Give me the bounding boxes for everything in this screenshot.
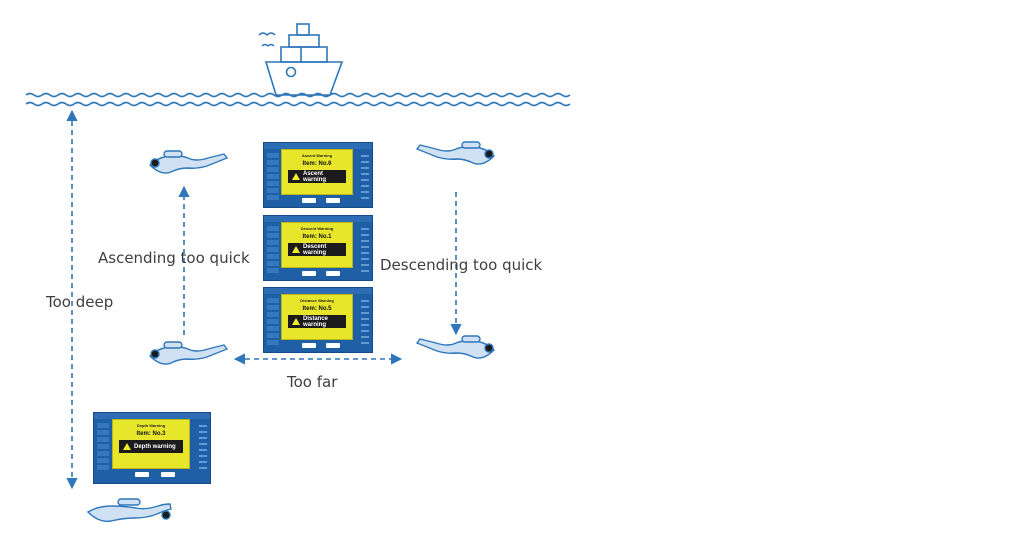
- depth-warning-screen: Depth Warning Item: No.3 Depth warning: [93, 412, 211, 484]
- popup-button[interactable]: [302, 343, 316, 348]
- screen-header: [264, 143, 372, 149]
- popup-button[interactable]: [326, 343, 340, 348]
- warning-icon: [123, 443, 131, 450]
- warning-bar: Ascent warning: [288, 170, 346, 183]
- warning-popup: Ascent Warning Item: No.6 Ascent warning: [281, 149, 353, 203]
- ship-icon: [264, 23, 344, 96]
- popup-title: Depth Warning: [136, 423, 166, 428]
- diver-icon: [149, 341, 229, 365]
- warning-popup: Descent Warning Item: No.1 Descent warni…: [281, 222, 353, 276]
- screen-header: [94, 413, 210, 419]
- screen-scale: [199, 425, 207, 469]
- popup-item: Item: No.5: [302, 306, 332, 312]
- warning-icon: [292, 246, 300, 253]
- popup-button[interactable]: [302, 271, 316, 276]
- warning-message: Descent warning: [303, 243, 327, 256]
- popup-item: Item: No.6: [302, 161, 332, 167]
- popup-button[interactable]: [161, 472, 175, 477]
- wave-icon: [25, 92, 571, 107]
- popup-button[interactable]: [326, 271, 340, 276]
- too-far-label: Too far: [287, 373, 338, 391]
- warning-bar: Depth warning: [119, 440, 183, 453]
- ascending-label: Ascending too quick: [98, 249, 250, 267]
- popup-button[interactable]: [135, 472, 149, 477]
- screen-sidebar: [267, 226, 279, 274]
- diver-icon: [149, 150, 229, 174]
- descending-label: Descending too quick: [380, 256, 543, 274]
- warning-icon: [292, 318, 300, 325]
- popup-button[interactable]: [302, 198, 316, 203]
- popup-item: Item: No.3: [136, 431, 166, 437]
- diver-icon: [86, 498, 172, 522]
- diver-icon: [415, 335, 495, 359]
- popup-title: Distance Warning: [300, 298, 334, 303]
- screen-scale: [361, 300, 369, 344]
- popup-title: Ascent Warning: [301, 153, 333, 158]
- diver-icon: [415, 141, 495, 165]
- warning-popup: Distance Warning Item: No.5 Distance war…: [281, 294, 353, 348]
- warning-message: Ascent warning: [303, 170, 327, 183]
- popup-title: Descent Warning: [300, 226, 334, 231]
- distance-warning-screen: Distance Warning Item: No.5 Distance war…: [263, 287, 373, 353]
- descent-warning-screen: Descent Warning Item: No.1 Descent warni…: [263, 215, 373, 281]
- warning-bar: Distance warning: [288, 315, 346, 328]
- screen-sidebar: [267, 298, 279, 346]
- popup-item: Item: No.1: [302, 234, 332, 240]
- too-deep-label: Too deep: [46, 293, 114, 311]
- seagull-icon: [258, 32, 276, 47]
- screen-scale: [361, 228, 369, 272]
- warning-icon: [292, 173, 300, 180]
- screen-sidebar: [97, 423, 109, 471]
- screen-sidebar: [267, 153, 279, 201]
- warning-message: Depth warning: [134, 443, 176, 450]
- popup-button[interactable]: [326, 198, 340, 203]
- screen-header: [264, 216, 372, 222]
- warning-bar: Descent warning: [288, 243, 346, 256]
- screen-header: [264, 288, 372, 294]
- warning-message: Distance warning: [303, 315, 329, 328]
- screen-scale: [361, 155, 369, 199]
- ascent-warning-screen: Ascent Warning Item: No.6 Ascent warning: [263, 142, 373, 208]
- warning-popup: Depth Warning Item: No.3 Depth warning: [112, 419, 190, 477]
